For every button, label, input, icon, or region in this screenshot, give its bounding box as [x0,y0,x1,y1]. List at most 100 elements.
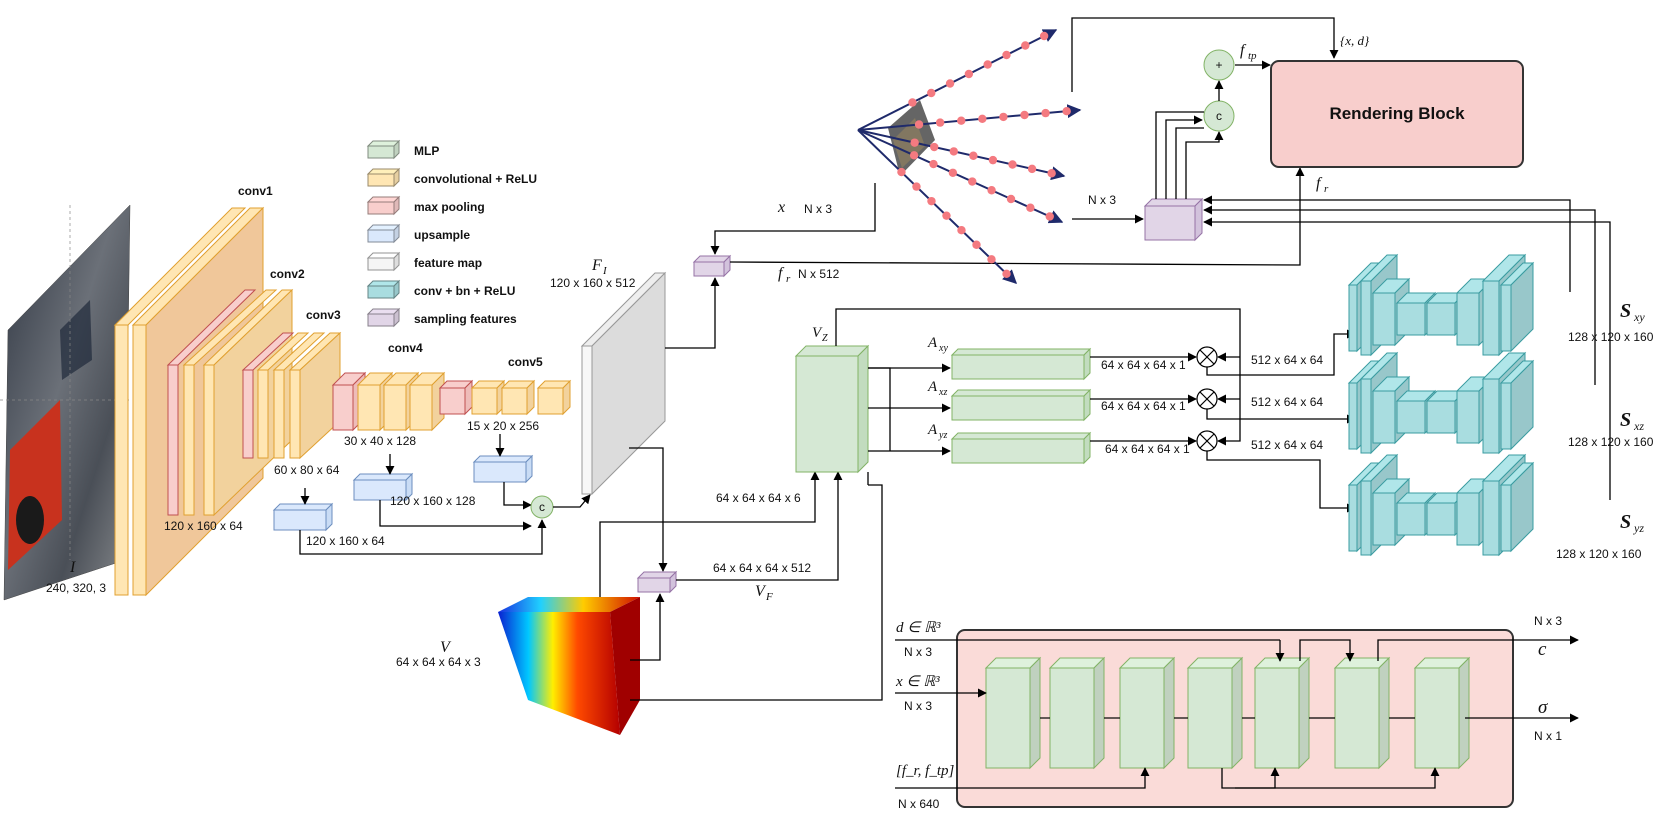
ray-sample-point [1002,269,1011,279]
ray-sample-point [949,147,958,156]
legend-label-6: sampling features [414,312,517,326]
fi-symbol: F [591,257,602,274]
feat-yz-dims: 512 x 64 x 64 [1251,438,1323,452]
xd-input-label: {x, d} [1340,33,1370,48]
concat-symbol-top: c [1216,109,1222,123]
vz-subscript: Z [822,333,828,344]
legend-label-4: feature map [414,256,482,270]
legend-label-3: upsample [414,228,470,242]
ray-sample-point [972,240,981,249]
feat-xz-dims: 512 x 64 x 64 [1251,395,1323,409]
c-output-label: c [1538,639,1547,660]
mlp-layer-4 [1253,656,1311,770]
v-dims: 64 x 64 x 64 x 3 [396,655,481,669]
unet-sxz [1347,351,1535,455]
fr-symbol: f [778,265,785,282]
multiply-node-xz [1196,388,1218,410]
ray-sample-point [999,112,1008,122]
decoder-mlp-layers [984,656,1471,770]
input-image [0,204,131,601]
legend-swatch-3 [366,223,401,244]
sxy-dims: 128 x 120 x 160 [1568,330,1654,344]
conv3-block [241,331,342,460]
conv5-dims: 15 x 20 x 256 [467,419,539,433]
legend-label-2: max pooling [414,200,485,214]
conv1-label: conv1 [238,184,273,198]
vz-symbol: V [812,325,823,341]
feature-map-FI [580,271,667,496]
ray-sample-point [1047,169,1056,178]
legend-swatch-4 [366,251,401,272]
ray-sample-point [1027,164,1037,174]
rendering-block [1270,60,1524,168]
axz-dims: 64 x 64 x 64 x 1 [1101,399,1186,413]
axz-symbol: A [927,379,938,395]
upsample-block-3 [472,454,534,484]
conv5-block [438,379,572,416]
f-input-label: [f_r, f_tp] [896,763,955,779]
c-output-dims: N x 3 [1534,614,1562,628]
ayz-subscript: yz [938,430,947,441]
unet-syz [1347,453,1535,557]
ray-sample-point [909,151,919,160]
legend-label-0: MLP [414,144,439,158]
v-symbol: V [440,639,452,656]
x-sample-dims: N x 3 [804,202,832,216]
rendering-fr-subscript: r [1324,183,1329,195]
ray-sample-point [988,155,998,165]
ray-sample-point [957,116,966,125]
ray-sample-point [1006,194,1016,204]
ray-sample-point [908,98,917,107]
axy-dims: 64 x 64 x 64 x 1 [1101,358,1186,372]
conv4-dims: 30 x 40 x 128 [344,434,416,448]
attention-mlp-xz [950,388,1092,422]
ray-sample-point [968,177,977,186]
sampling-node-top [692,254,732,278]
fi-subscript: I [602,265,608,277]
input-dims: 240, 320, 3 [46,581,106,595]
ray-sample-point [929,159,938,169]
legend-label-5: conv + bn + ReLU [414,284,515,298]
ray-sample-point [912,182,921,191]
conv4-label: conv4 [388,341,423,355]
sigma-output-label: σ [1538,697,1548,718]
ray-sample-point [957,226,966,235]
legend-swatch-1 [366,167,401,188]
conv4-block [331,371,446,432]
upsample2-dims: 120 x 160 x 128 [390,494,476,508]
syz-subscript: yz [1633,521,1644,535]
legend-swatch-2 [366,195,401,216]
ray-sample-point [987,186,996,195]
rendering-block-label: Rendering Block [1329,104,1465,123]
ray-sample-point [914,120,924,129]
ray-sample-point [987,255,996,264]
ray-sample-point [1008,160,1017,169]
sigma-output-dims: N x 1 [1534,729,1562,743]
sxz-symbol: S [1620,409,1631,431]
legend: MLP convolutional + ReLU max pooling upsamp… [366,139,537,328]
conv5-label: conv5 [508,355,543,369]
ray-sample-point [1041,108,1050,118]
legend-label-1: convolutional + ReLU [414,172,537,186]
sxy-subscript: xy [1633,310,1645,324]
feat-xy-dims: 512 x 64 x 64 [1251,353,1323,367]
mlp-layer-3 [1186,656,1244,770]
syz-dims: 128 x 120 x 160 [1556,547,1642,561]
ray-sample-point [910,138,919,147]
unet-sxy [1347,253,1535,357]
fi-dims: 120 x 160 x 512 [550,276,636,290]
sampling-node-planes [1143,197,1204,242]
ftp-subscript: tp [1248,50,1257,62]
conv3-label: conv3 [306,308,341,322]
ray-sample-point [897,167,906,177]
sxz-dims: 128 x 120 x 160 [1568,435,1654,449]
upsample-block-1 [272,502,334,532]
ray-sample-point [948,168,958,177]
ray-sample-point [1039,31,1049,41]
attention-mlp-xy [950,347,1092,381]
vf-subscript: F [765,591,773,603]
legend-swatch-6 [366,307,401,328]
unet-out-layer [1499,261,1535,353]
ray-sample-point [983,60,992,69]
